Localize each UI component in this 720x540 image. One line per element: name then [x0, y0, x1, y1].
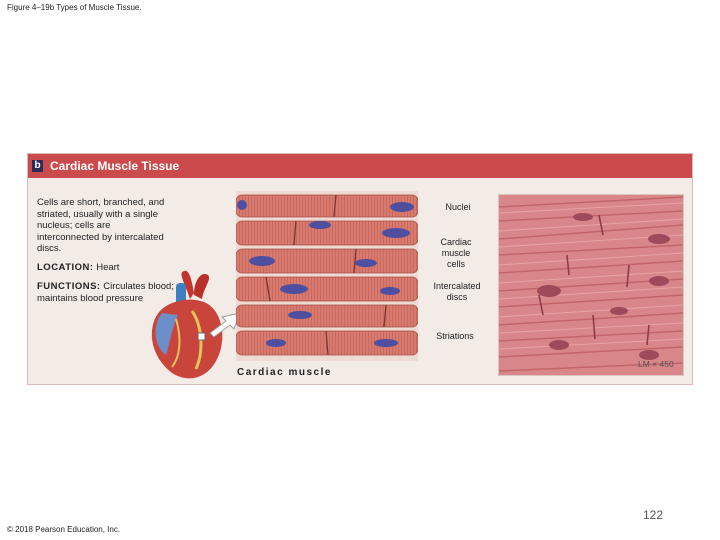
panel-header: b Cardiac Muscle Tissue — [28, 154, 692, 178]
figure-title: Figure 4–19b Types of Muscle Tissue. — [7, 3, 142, 12]
panel-letter-badge: b — [32, 160, 43, 172]
light-micrograph — [498, 194, 684, 376]
panel-title: Cardiac Muscle Tissue — [50, 159, 180, 173]
copyright-notice: © 2018 Pearson Education, Inc. — [7, 525, 121, 534]
callout-cardiac-muscle-cells: Cardiac muscle cells — [436, 237, 476, 270]
functions-text: FUNCTIONS: Circulates blood; maintains b… — [37, 281, 175, 304]
location-text: LOCATION: Heart — [37, 262, 177, 273]
functions-label: FUNCTIONS: — [37, 281, 101, 292]
panel-body: Cells are short, branched, and striated,… — [28, 178, 692, 384]
page-number: 122 — [643, 508, 664, 522]
tissue-description: Cells are short, branched, and striated,… — [37, 197, 165, 254]
location-label: LOCATION: — [37, 262, 94, 273]
tissue-caption: Cardiac muscle — [237, 367, 332, 378]
callout-intercalated-discs: Intercalated discs — [428, 281, 486, 303]
cardiac-muscle-panel: b Cardiac Muscle Tissue Cells are short,… — [27, 153, 693, 385]
functions-value: Circulates blood; maintains blood pressu… — [37, 281, 174, 304]
cardiac-muscle-drawing — [236, 191, 418, 361]
location-value: Heart — [96, 262, 120, 273]
magnification-label: LM × 450 — [638, 359, 674, 369]
heart-illustration — [151, 270, 241, 379]
callout-nuclei: Nuclei — [441, 202, 475, 213]
callout-striations: Striations — [432, 331, 478, 342]
